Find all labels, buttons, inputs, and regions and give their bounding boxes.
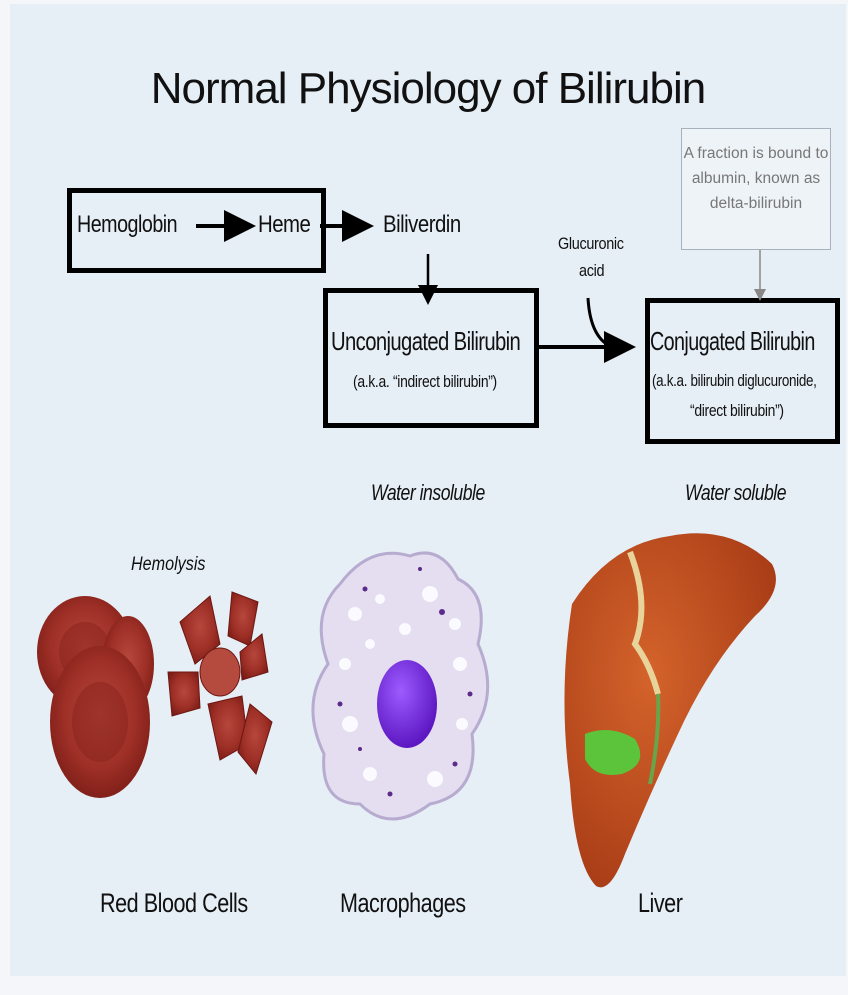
liver-label: Liver <box>638 888 682 919</box>
red-blood-cells-icon <box>37 596 154 798</box>
macrophages-label: Macrophages <box>340 888 466 919</box>
liver-icon <box>564 533 775 887</box>
red-blood-cells-label: Red Blood Cells <box>100 888 248 919</box>
macrophage-icon <box>313 553 488 819</box>
slide: Normal Physiology of Bilirubin Hemoglobi… <box>10 4 846 976</box>
illustrations <box>10 4 846 976</box>
ruptured-rbc-icon <box>168 592 272 774</box>
